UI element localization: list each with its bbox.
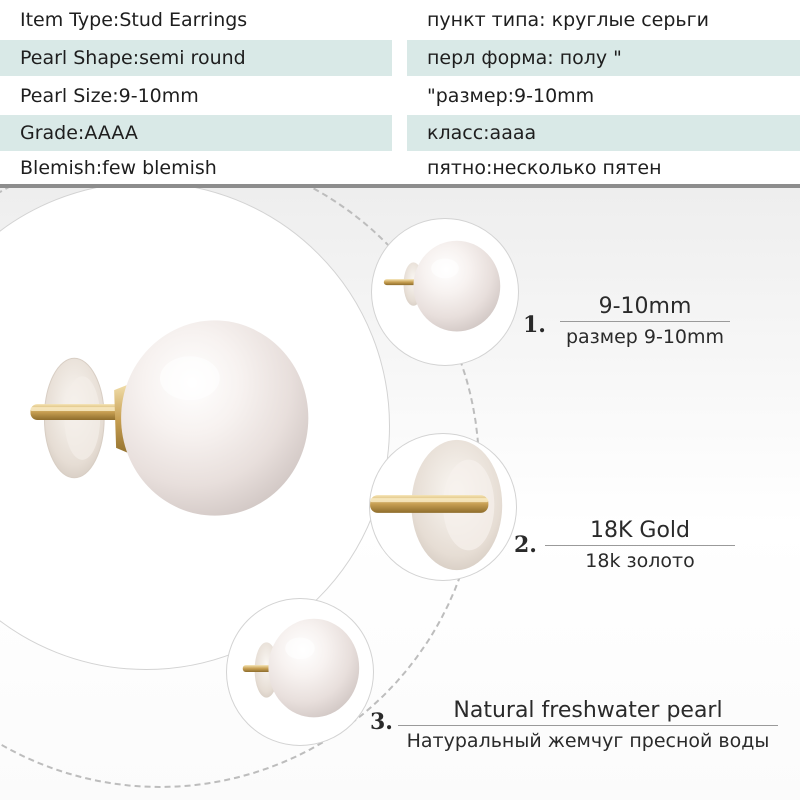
pearl-stud-illustration [30, 320, 309, 516]
feature-divider [398, 725, 778, 726]
main-product-image [0, 188, 390, 670]
spec-cell-en: Pearl Size:9-10mm [20, 85, 199, 107]
spec-row-blemish: Blemish:few blemish пятно:несколько пяте… [0, 150, 800, 186]
feature-pearl-label: Natural freshwater pearl Натуральный жем… [398, 698, 778, 752]
spec-cell-en: Grade:AAAA [0, 115, 392, 151]
spec-cell-en: Blemish:few blemish [20, 157, 217, 179]
feature-number: 2. [514, 532, 537, 558]
feature-number: 1. [523, 312, 546, 338]
spec-cell-ru: "размер:9-10mm [427, 85, 595, 107]
feature-divider [545, 545, 735, 546]
detail-image-pearl [226, 598, 374, 746]
spec-divider [0, 184, 800, 188]
feature-subtitle: 18k золото [585, 550, 695, 572]
spec-cell-ru: пункт типа: круглые серьги [427, 9, 709, 31]
detail-image-size [371, 218, 519, 366]
product-visual: 1. 9-10mm размер 9-10mm 2. 18K Gold 18k … [0, 188, 800, 800]
spec-row-item-type: Item Type:Stud Earrings пункт типа: круг… [0, 2, 800, 38]
feature-title: 9-10mm [598, 294, 692, 319]
spec-cell-en: Item Type:Stud Earrings [20, 9, 248, 31]
feature-subtitle: Натуральный жемчуг пресной воды [406, 730, 770, 752]
spec-table: Item Type:Stud Earrings пункт типа: круг… [0, 0, 800, 192]
feature-number: 3. [370, 709, 393, 735]
spec-cell-ru: пятно:несколько пятен [427, 157, 662, 179]
spec-cell-en: Pearl Shape:semi round [0, 40, 392, 76]
feature-title: 18K Gold [590, 518, 690, 543]
feature-title: Natural freshwater pearl [453, 698, 723, 723]
feature-size-label: 9-10mm размер 9-10mm [560, 294, 730, 348]
spec-cell-ru: перл форма: полу " [407, 40, 800, 76]
detail-image-gold [369, 433, 517, 581]
pearl-side-illustration [242, 618, 360, 718]
feature-divider [560, 321, 730, 322]
gold-post-closeup-illustration [370, 439, 503, 571]
spec-row-pearl-shape: Pearl Shape:semi round перл форма: полу … [0, 40, 800, 76]
spec-row-grade: Grade:AAAA класс:аааа [0, 115, 800, 151]
pearl-closeup-illustration [383, 240, 501, 332]
feature-subtitle: размер 9-10mm [565, 326, 725, 348]
feature-gold-label: 18K Gold 18k золото [545, 518, 735, 572]
spec-cell-ru: класс:аааа [407, 115, 800, 151]
spec-row-pearl-size: Pearl Size:9-10mm "размер:9-10mm [0, 78, 800, 114]
